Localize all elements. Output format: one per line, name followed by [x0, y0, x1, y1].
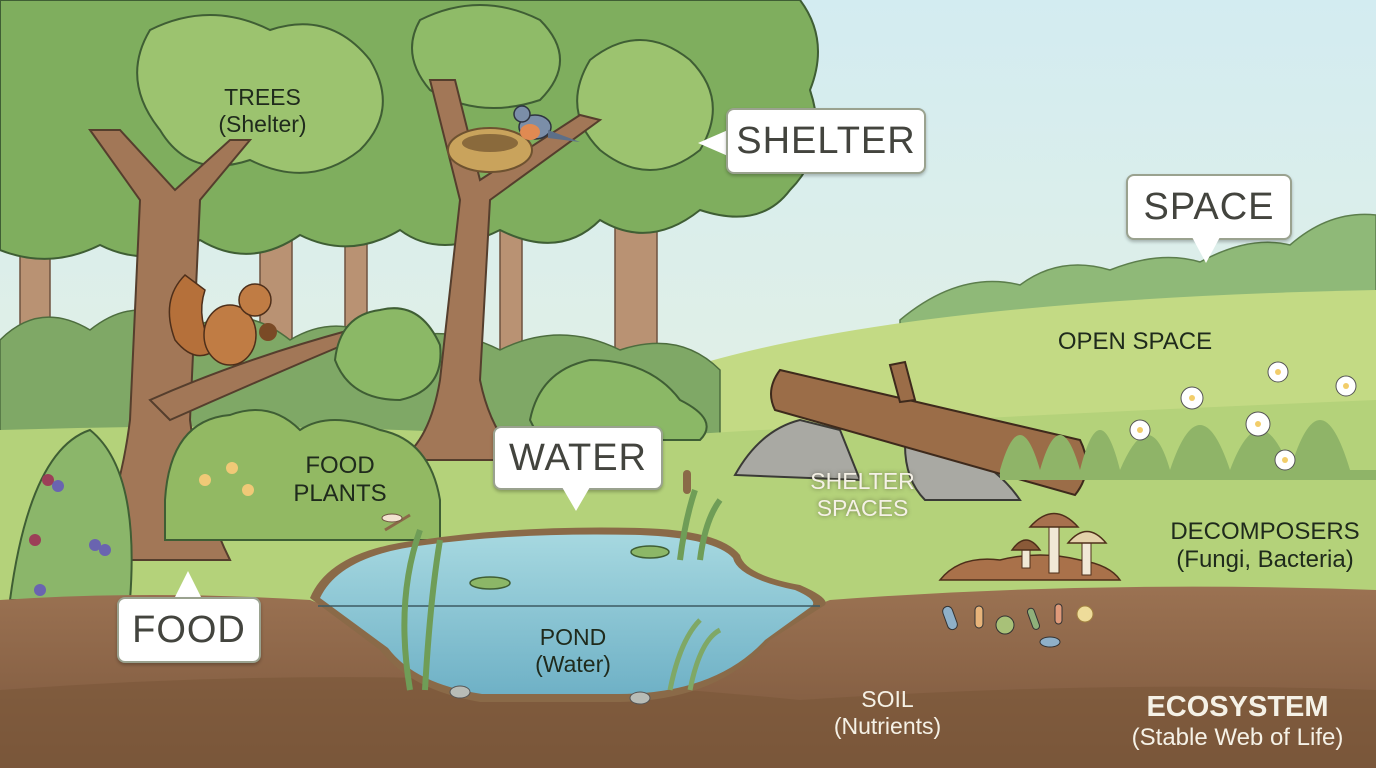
pond: [310, 470, 826, 705]
food-plants-label-line2: PLANTS: [293, 480, 387, 508]
ecosystem-label-subtitle: (Stable Web of Life): [1131, 724, 1344, 752]
soil-label: SOIL (Nutrients): [815, 686, 960, 740]
ecosystem-label: ECOSYSTEM (Stable Web of Life): [1115, 690, 1360, 753]
soil-deep-layer: [0, 677, 1376, 768]
daisies-in-grass: [1000, 361, 1376, 480]
main-tree-trunks: [88, 79, 603, 561]
mushrooms-on-leaf-litter: [938, 512, 1122, 581]
space-callout-text: SPACE: [1143, 185, 1275, 228]
food-callout-text: FOOD: [132, 608, 246, 651]
water-callout-tail: [562, 487, 590, 511]
shelter-spaces-label-line2: SPACES: [816, 495, 909, 522]
food-plants-label-line1: FOOD: [305, 452, 375, 479]
berry-bush: [8, 428, 133, 601]
food-plants-bush: [164, 409, 441, 541]
decomposers-label: DECOMPOSERS (Fungi, Bacteria): [1160, 518, 1370, 575]
soil-label-title: SOIL: [861, 686, 914, 712]
open-space-label-title: OPEN SPACE: [1057, 328, 1213, 355]
ecosystem-label-title: ECOSYSTEM: [1146, 691, 1329, 723]
open-space-label: OPEN SPACE: [1040, 328, 1230, 356]
decomposers-label-subtitle: (Fungi, Bacteria): [1176, 546, 1354, 574]
food-plants-label: FOOD PLANTS: [285, 452, 395, 509]
pond-label-title: POND: [539, 624, 607, 650]
shelter-callout-text: SHELTER: [736, 119, 916, 162]
food-callout: FOOD: [117, 597, 261, 663]
bird-nest: [447, 127, 533, 173]
water-callout: WATER: [493, 426, 663, 490]
space-callout: SPACE: [1126, 174, 1292, 240]
food-callout-tail: [174, 571, 202, 599]
pond-label: POND (Water): [518, 624, 628, 678]
shelter-spaces-label: SHELTER SPACES: [795, 468, 930, 522]
shelter-callout-tail: [698, 130, 728, 156]
bluebird: [513, 105, 580, 142]
trees-label-title: TREES: [224, 84, 301, 110]
pond-label-subtitle: (Water): [535, 651, 611, 678]
space-callout-tail: [1192, 237, 1220, 263]
trees-label-subtitle: (Shelter): [218, 111, 307, 138]
shelter-callout: SHELTER: [726, 108, 926, 174]
center-bush: [528, 358, 708, 441]
water-callout-text: WATER: [509, 436, 647, 479]
soil-microbes: [942, 603, 1094, 648]
trees-label: TREES (Shelter): [200, 84, 325, 138]
soil-label-subtitle: (Nutrients): [833, 713, 942, 740]
dragonfly: [381, 513, 411, 532]
shelter-spaces-label-line1: SHELTER: [810, 468, 915, 494]
decomposers-label-title: DECOMPOSERS: [1170, 518, 1360, 545]
squirrel: [168, 274, 277, 366]
mid-bush: [333, 307, 442, 402]
